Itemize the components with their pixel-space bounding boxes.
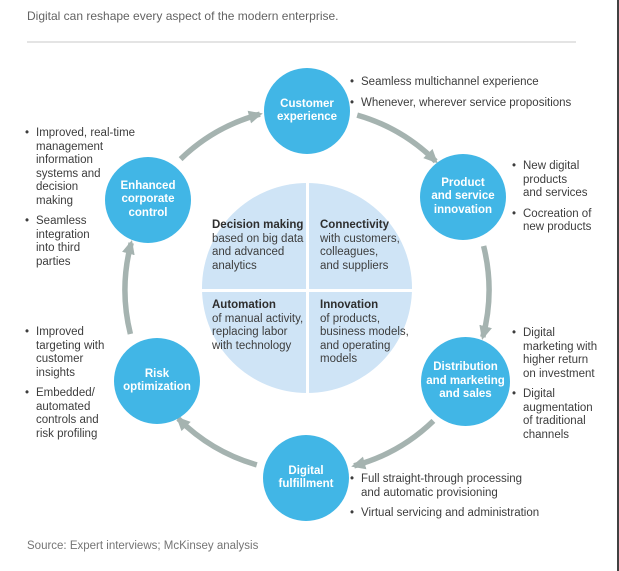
bullet-item: Improved targeting with customer insight… — [25, 326, 121, 380]
source-note: Source: Expert interviews; McKinsey anal… — [27, 540, 259, 552]
customer-experience-bullets: Seamless multichannel experience Wheneve… — [350, 76, 600, 110]
node-distribution-marketing-sales: Distribution and marketing and sales — [421, 337, 510, 426]
figure-title: Digital can reshape every aspect of the … — [27, 9, 339, 23]
node-label: Product and service innovation — [431, 176, 495, 216]
quadrant-title: Automation — [212, 299, 276, 311]
node-label: Customer experience — [276, 97, 338, 124]
bullet-item: Cocreation of new products — [512, 208, 604, 235]
bullet-item: New digital products and services — [512, 160, 604, 201]
bullet-item: Virtual servicing and administration — [350, 507, 600, 521]
arrow-fulfillment-to-risk — [176, 416, 258, 468]
arrow-product-to-distribution — [479, 245, 492, 340]
quadrant-body: with customers, colleagues, and supplier… — [320, 232, 400, 272]
bullet-item: Seamless multichannel experience — [350, 76, 600, 90]
quadrant-automation: Automation of manual activity, replacing… — [212, 299, 310, 353]
arrow-distribution-to-fulfillment — [351, 418, 436, 470]
quadrant-decision-making: Decision making based on big data and ad… — [212, 219, 306, 273]
bullet-item: Improved, real-time management informati… — [25, 127, 147, 208]
quadrant-title: Innovation — [320, 299, 379, 311]
risk-optimization-bullets: Improved targeting with customer insight… — [25, 326, 121, 441]
product-service-innovation-bullets: New digital products and services Cocrea… — [512, 160, 604, 235]
bullet-item: Seamless integration into third parties — [25, 215, 147, 269]
node-product-service-innovation: Product and service innovation — [420, 154, 506, 240]
quadrant-body: of manual activity, replacing labor with… — [212, 312, 304, 352]
node-label: Risk optimization — [123, 367, 191, 394]
bullet-item: Whenever, wherever service propositions — [350, 97, 600, 111]
quadrant-body: based on big data and advanced analytics — [212, 232, 304, 272]
right-edge-line — [617, 0, 619, 571]
center-circle: Decision making based on big data and ad… — [202, 183, 412, 393]
node-risk-optimization: Risk optimization — [114, 338, 200, 424]
title-divider — [27, 41, 576, 43]
quadrant-divider-horizontal — [202, 289, 412, 292]
quadrant-innovation: Innovation of products, business models,… — [320, 299, 412, 367]
bullet-item: Digital augmentation of traditional chan… — [512, 388, 608, 442]
arrow-enhanced-to-customer — [178, 110, 263, 162]
node-label: Distribution and marketing and sales — [426, 361, 505, 401]
node-customer-experience: Customer experience — [264, 68, 350, 154]
digital-fulfillment-bullets: Full straight-through processing and aut… — [350, 473, 600, 521]
bullet-item: Digital marketing with higher return on … — [512, 327, 608, 381]
node-digital-fulfillment: Digital fulfillment — [263, 435, 349, 521]
quadrant-connectivity: Connectivity with customers, colleagues,… — [320, 219, 410, 273]
bullet-item: Full straight-through processing and aut… — [350, 473, 600, 500]
bullet-item: Embedded/ automated controls and risk pr… — [25, 387, 121, 441]
quadrant-body: of products, business models, and operat… — [320, 312, 409, 366]
quadrant-title: Connectivity — [320, 219, 390, 231]
distribution-marketing-sales-bullets: Digital marketing with higher return on … — [512, 327, 608, 442]
quadrant-title: Decision making — [212, 219, 304, 231]
quadrant-divider-vertical — [306, 183, 309, 393]
enhanced-corporate-control-bullets: Improved, real-time management informati… — [25, 127, 147, 269]
node-label: Digital fulfillment — [278, 464, 334, 491]
arrow-customer-to-product — [356, 112, 438, 164]
